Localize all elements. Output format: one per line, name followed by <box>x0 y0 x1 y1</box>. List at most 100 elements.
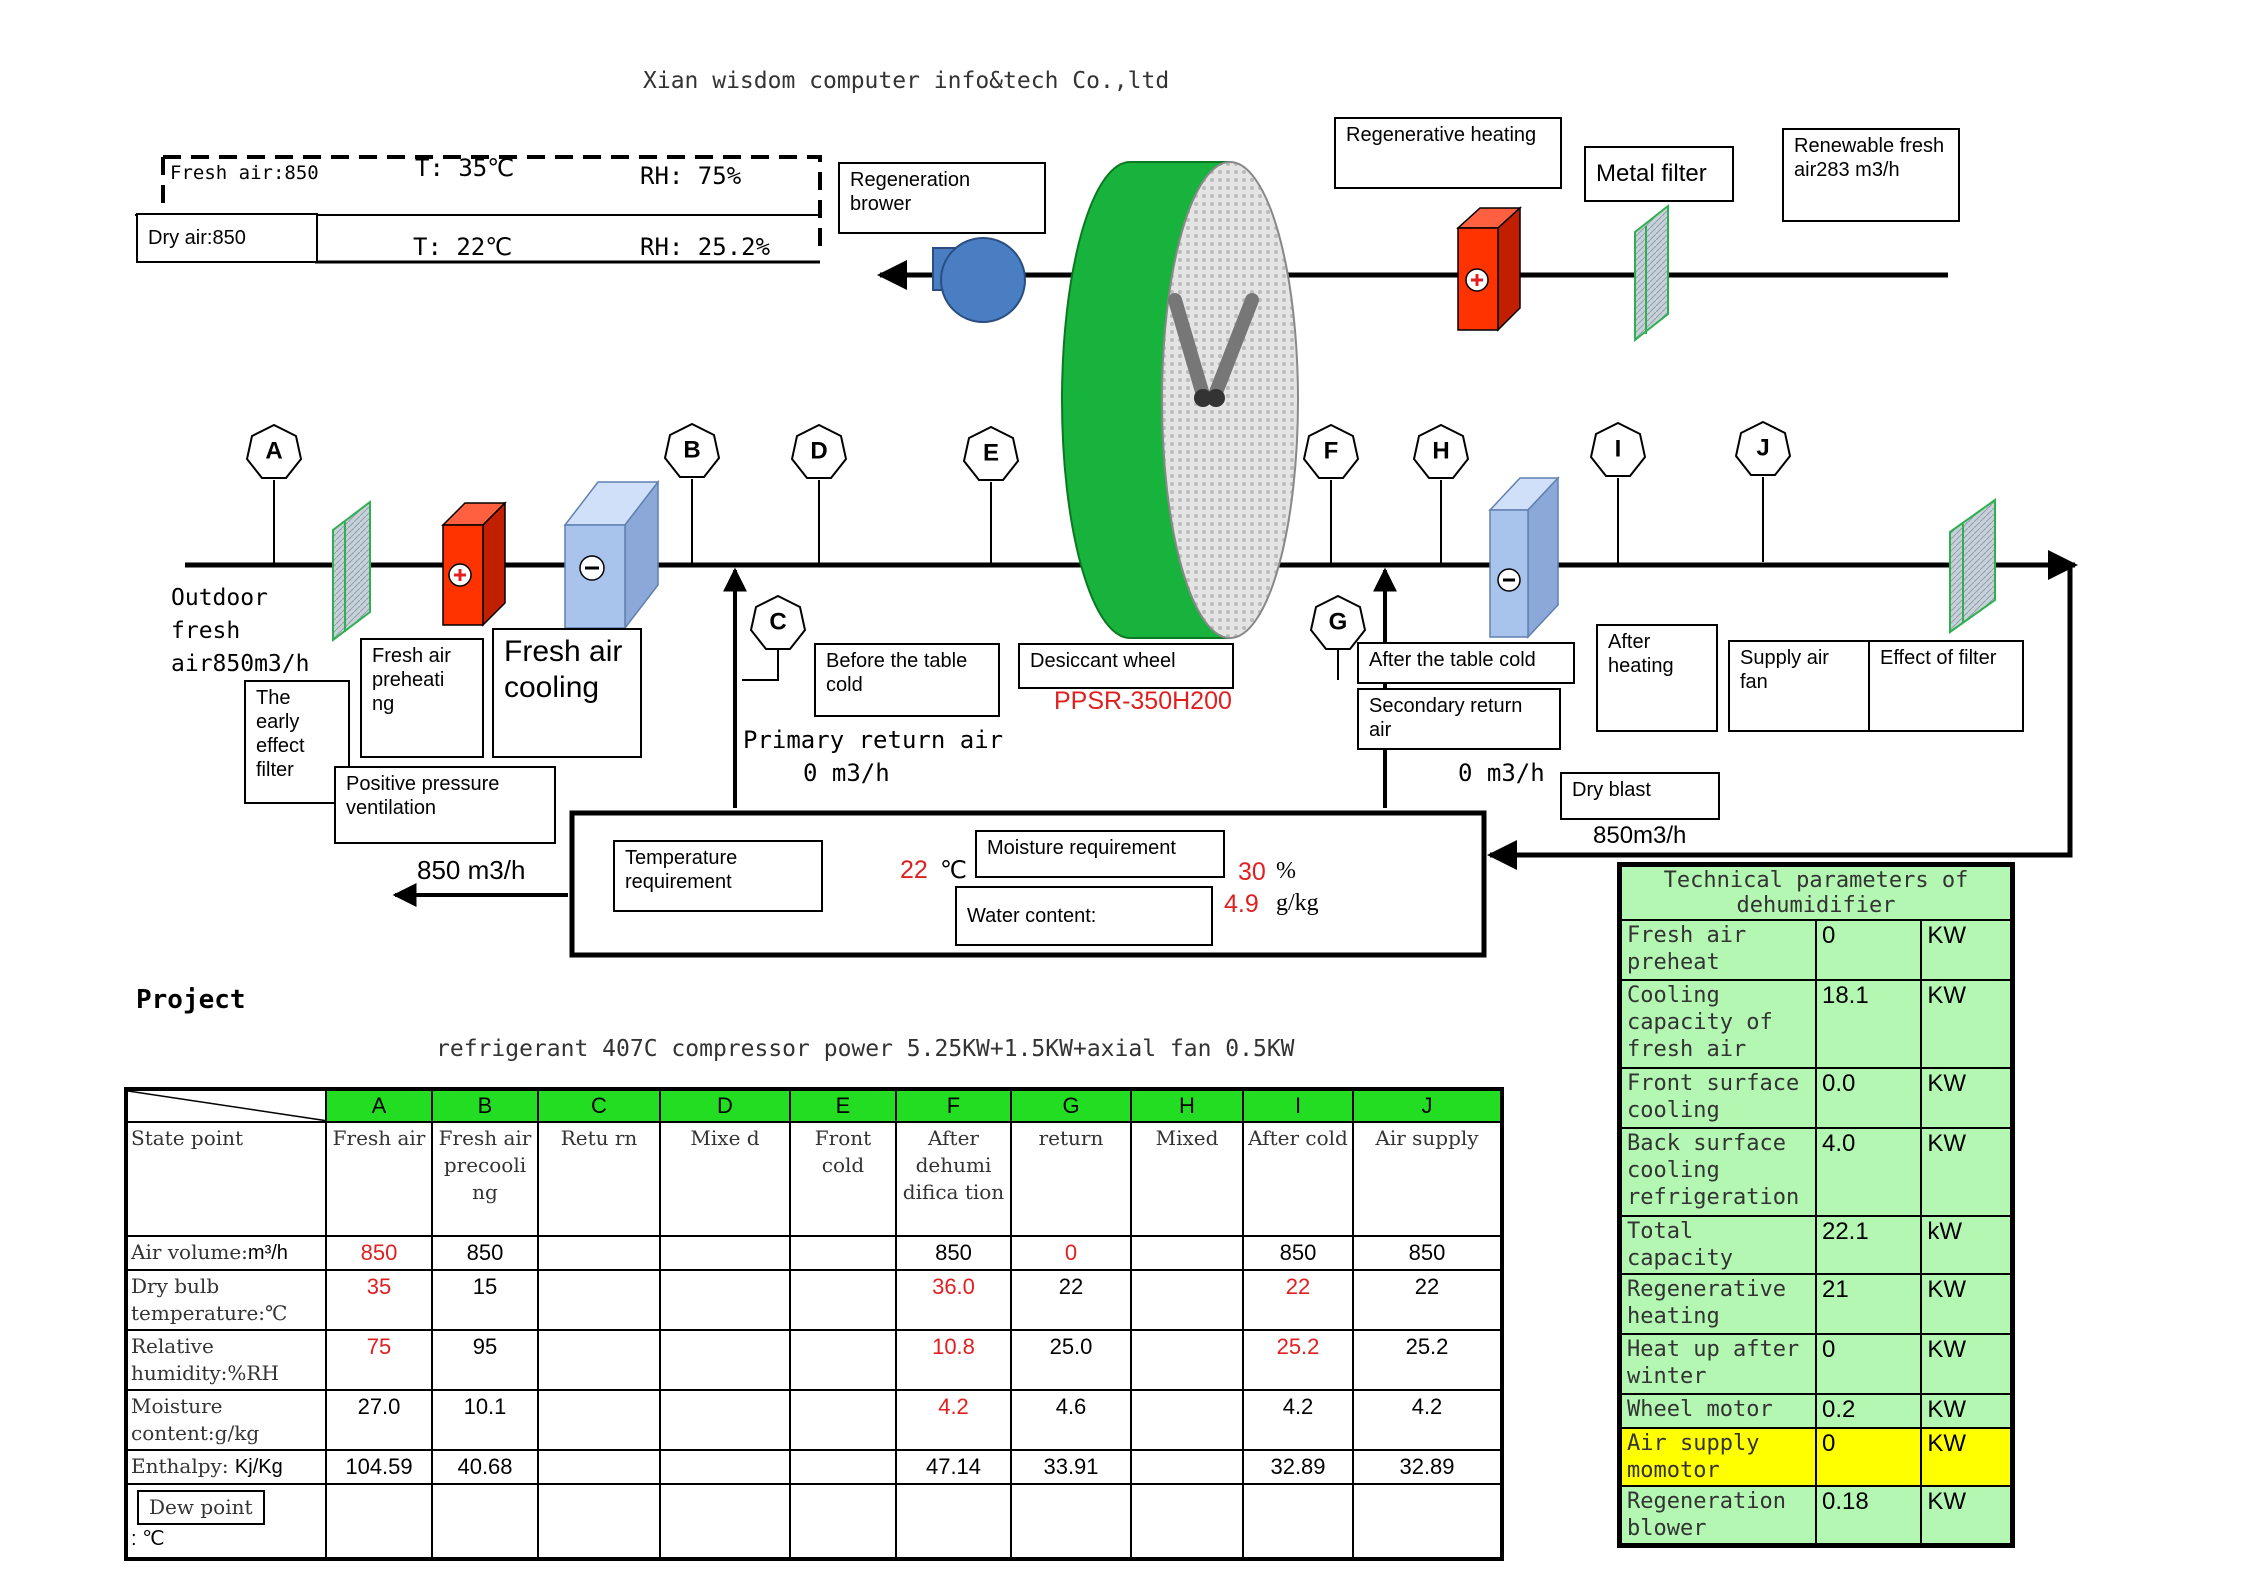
temp-requirement-unit: ℃ <box>940 858 967 884</box>
state-name-g: return <box>1010 1121 1132 1237</box>
fresh-cooler-icon <box>563 479 660 631</box>
tech-label: Fresh air preheat <box>1618 919 1817 981</box>
tech-label: Cooling capacity of fresh air <box>1618 979 1817 1069</box>
tech-value: 4.0 <box>1814 1127 1923 1217</box>
tech-unit: kW <box>1920 1215 2014 1275</box>
table-row-state: State point Fresh air Fresh air precooli… <box>125 1121 1503 1237</box>
table-corner <box>125 1088 327 1123</box>
label-regen-brower: Regeneration brower <box>838 162 1046 234</box>
label-moisture-requirement: Moisture requirement <box>975 830 1225 878</box>
row-label: Dry bulb temperature:℃ <box>125 1269 327 1331</box>
cell: 22 <box>1352 1269 1503 1331</box>
tech-value: 21 <box>1814 1273 1923 1335</box>
tech-label: Heat up after winter <box>1618 1333 1817 1395</box>
col-header-e: E <box>789 1088 897 1123</box>
cell <box>1352 1483 1503 1560</box>
return-duct <box>1487 565 2073 870</box>
water-content-value: 4.9 <box>1224 890 1259 918</box>
state-name-c: Retu rn <box>537 1121 661 1237</box>
cell: 27.0 <box>325 1389 433 1451</box>
label-renewable: Renewable fresh air283 m3/h <box>1782 128 1960 222</box>
table-row-humidity: Relative humidity:%RH 75 95 10.8 25.0 25… <box>125 1329 1503 1391</box>
label-exhaust-flow: 850 m3/h <box>417 855 526 885</box>
marker-b <box>663 422 721 565</box>
tech-unit: KW <box>1920 1393 2014 1429</box>
tech-value: 18.1 <box>1814 979 1923 1069</box>
table-row-enthalpy: Enthalpy: Kj/Kg 104.59 40.68 47.14 33.91… <box>125 1449 1503 1485</box>
tech-unit: KW <box>1920 1485 2014 1547</box>
tech-unit: KW <box>1920 919 2014 981</box>
label-effect-filter: Effect of filter <box>1868 640 2024 732</box>
cell <box>537 1235 661 1271</box>
tech-value: 0.18 <box>1814 1485 1923 1547</box>
cell: 850 <box>431 1235 539 1271</box>
label-supply-fan: Supply air fan <box>1728 640 1870 732</box>
cell: 36.0 <box>895 1269 1012 1331</box>
status-dry-air: Dry air:850 <box>136 213 318 263</box>
preheat-heater-icon <box>441 501 507 627</box>
label-positive-pressure: Positive pressure ventilation <box>334 766 556 844</box>
cell <box>659 1235 791 1271</box>
regen-blower-icon <box>932 237 1026 323</box>
marker-f <box>1302 423 1360 565</box>
marker-j <box>1734 420 1792 562</box>
table-row-moisture: Moisture content:g/kg 27.0 10.1 4.2 4.6 … <box>125 1389 1503 1451</box>
status-fresh-t: T: 35℃ <box>415 154 515 182</box>
tech-value: 0.2 <box>1814 1393 1923 1429</box>
cell <box>659 1389 791 1451</box>
cell <box>659 1483 791 1560</box>
label-primary-return: Primary return air <box>743 726 1004 754</box>
table-row-dew-point: Dew point: ℃ <box>125 1483 1503 1560</box>
label-regen-heating: Regenerative heating <box>1334 117 1562 189</box>
label-before-cold: Before the table cold <box>814 643 1000 717</box>
cell <box>537 1269 661 1331</box>
label-outdoor: Outdoor fresh air850m3/h <box>171 585 310 677</box>
cell <box>659 1329 791 1391</box>
marker-g <box>1309 594 1367 650</box>
state-table: A B C D E F G H I J State point Fresh ai… <box>124 1087 1504 1561</box>
label-water-content: Water content: <box>955 886 1213 946</box>
metal-filter-icon <box>1634 203 1669 343</box>
col-header-d: D <box>659 1088 791 1123</box>
tech-label: Regenerative heating <box>1618 1273 1817 1335</box>
cell <box>789 1235 897 1271</box>
tech-label: Wheel motor <box>1618 1393 1817 1429</box>
cell: 850 <box>1352 1235 1503 1271</box>
label-primary-flow: 0 m3/h <box>803 759 890 787</box>
cell: 4.6 <box>1010 1389 1132 1451</box>
label-secondary-return: Secondary return air <box>1357 688 1561 750</box>
cell <box>659 1269 791 1331</box>
after-cooler-icon <box>1488 476 1560 639</box>
row-label: Enthalpy: Kj/Kg <box>125 1449 327 1485</box>
label-fresh-preheat: Fresh air preheati ng <box>360 638 484 758</box>
cell <box>325 1483 433 1560</box>
marker-e <box>962 425 1020 565</box>
tech-unit: KW <box>1920 1127 2014 1217</box>
tech-unit: KW <box>1920 979 2014 1069</box>
row-label-state: State point <box>125 1121 327 1237</box>
point-c-connector <box>742 650 779 681</box>
row-label: Air volume:m³/h <box>125 1235 327 1271</box>
cell <box>789 1449 897 1485</box>
cell: 4.2 <box>1352 1389 1503 1451</box>
status-dry-t: T: 22℃ <box>413 233 513 261</box>
cell: 10.8 <box>895 1329 1012 1391</box>
label-secondary-flow: 0 m3/h <box>1458 759 1545 787</box>
cell: 33.91 <box>1010 1449 1132 1485</box>
label-early-filter: The early effect filter <box>244 680 350 804</box>
cell <box>789 1269 897 1331</box>
tech-parameters-table: Technical parameters of dehumidifier Fre… <box>1617 862 2015 1548</box>
cell <box>789 1483 897 1560</box>
cell <box>431 1483 539 1560</box>
tech-label: Front surface cooling <box>1618 1067 1817 1129</box>
tech-table-title: Technical parameters of dehumidifier <box>1618 863 2014 921</box>
cell <box>537 1449 661 1485</box>
tech-value: 0 <box>1814 1333 1923 1395</box>
state-name-i: After cold <box>1242 1121 1354 1237</box>
label-temp-requirement: Temperature requirement <box>613 840 823 912</box>
